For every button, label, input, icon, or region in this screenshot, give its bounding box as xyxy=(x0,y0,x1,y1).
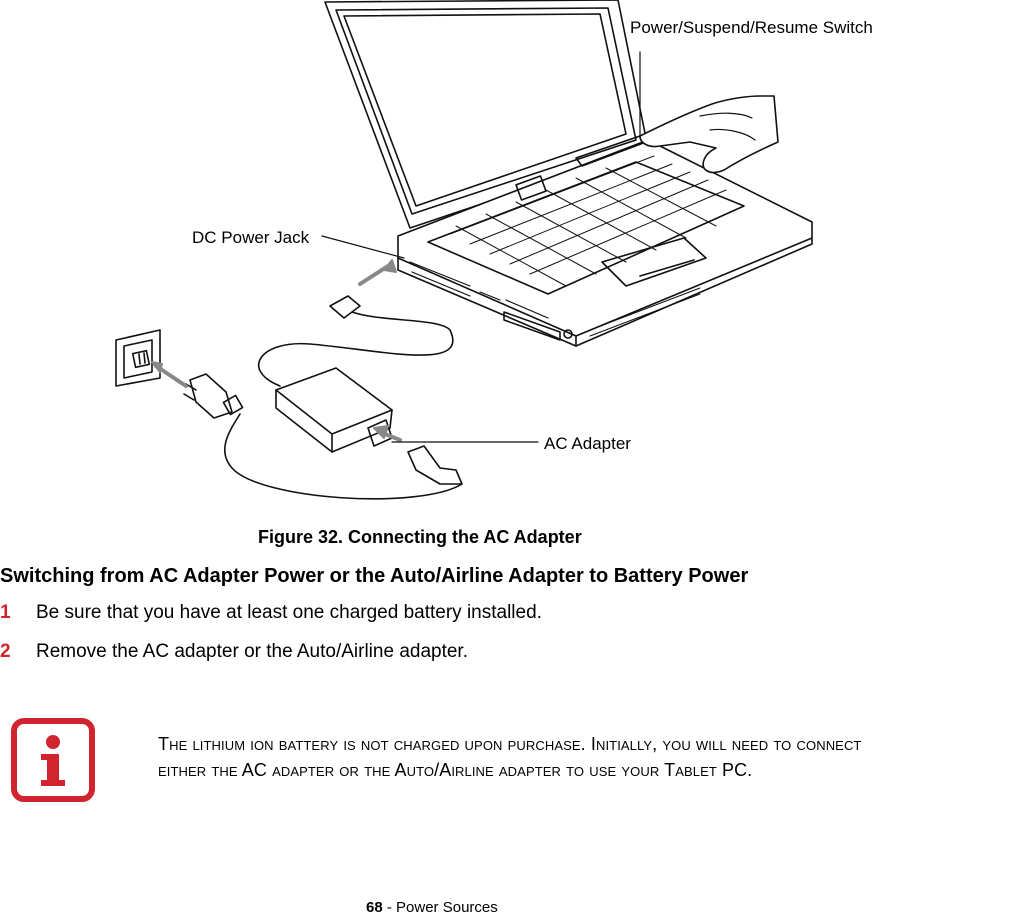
step-number: 2 xyxy=(0,641,11,662)
note-line: either the AC adapter or the Auto/Airlin… xyxy=(158,760,753,780)
callout-ac-adapter: AC Adapter xyxy=(544,434,631,453)
page-footer: 68 - Power Sources xyxy=(366,899,498,916)
cable-ac-to-wall xyxy=(223,413,463,500)
footer-separator: - xyxy=(382,899,397,916)
wall-outlet-illustration xyxy=(115,329,161,387)
section-heading: Switching from AC Adapter Power or the A… xyxy=(0,565,749,587)
list-item: 2 Remove the AC adapter or the Auto/Airli… xyxy=(0,641,468,663)
note-line: The lithium ion battery is not charged u… xyxy=(158,734,862,754)
connection-arrows xyxy=(151,259,402,442)
callout-dc-power-jack: DC Power Jack xyxy=(192,228,310,247)
ac-adapter-brick xyxy=(275,367,393,453)
page-number: 68 xyxy=(366,899,383,916)
step-number: 1 xyxy=(0,602,11,623)
laptop-illustration xyxy=(324,0,813,347)
figure-caption: Figure 32. Connecting the AC Adapter xyxy=(258,527,582,547)
cable-adapter-to-dc xyxy=(258,311,454,387)
ac-adapter-illustration xyxy=(115,0,813,500)
step-text: Be sure that you have at least one charg… xyxy=(36,602,542,623)
footer-section-name: Power Sources xyxy=(396,899,498,916)
leader-dc-jack xyxy=(321,235,405,259)
note-text: The lithium ion battery is not charged u… xyxy=(158,731,1034,783)
power-plug-illustration xyxy=(183,373,244,419)
step-text: Remove the AC adapter or the Auto/Airlin… xyxy=(36,641,468,662)
callout-power-switch: Power/Suspend/Resume Switch xyxy=(630,18,873,37)
list-item: 1 Be sure that you have at least one char… xyxy=(0,602,542,624)
info-icon xyxy=(11,718,95,802)
